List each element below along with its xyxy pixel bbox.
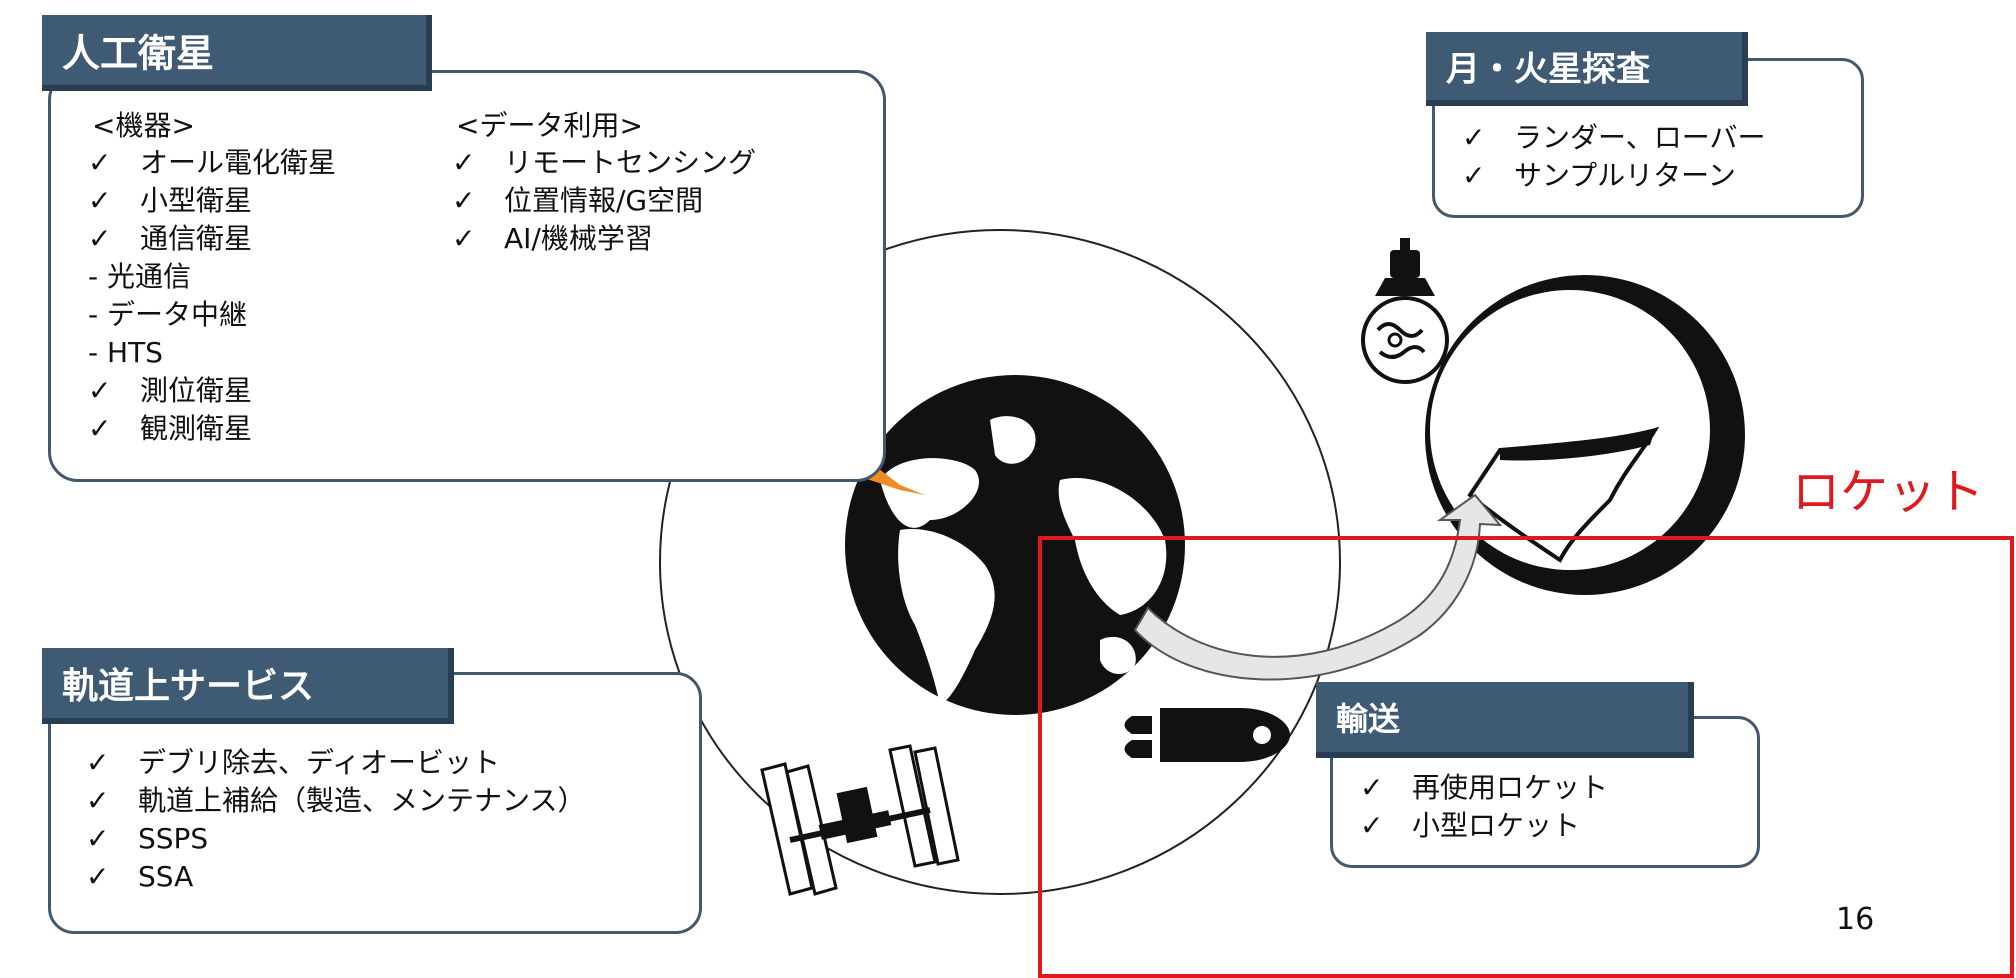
orbital-item: ✓SSA <box>86 860 194 893</box>
device-subitem: - HTS <box>88 336 163 369</box>
transport-item: ✓再使用ロケット <box>1360 771 1609 804</box>
device-item: ✓オール電化衛星 <box>88 146 337 179</box>
satellite-title-tab: 人工衛星 <box>42 15 432 91</box>
earth-icon <box>845 375 1185 715</box>
planet-icon <box>1361 296 1449 384</box>
device-item: ✓観測衛星 <box>88 412 253 445</box>
device-subitem: - 光通信 <box>88 260 192 293</box>
rocket-icon <box>1124 708 1290 762</box>
orbit-ring <box>659 229 1341 895</box>
devices-header: <機器> <box>92 109 195 142</box>
moon-mars-item: ✓ランダー、ローバー <box>1462 121 1766 154</box>
moon-mars-title: 月・火星探査 <box>1446 49 1650 90</box>
device-subitem: - データ中継 <box>88 298 248 331</box>
lander-icon <box>1375 238 1435 296</box>
satellite-panel <box>48 70 886 482</box>
data-use-item: ✓位置情報/G空間 <box>452 184 704 217</box>
transfer-arrow <box>1133 493 1503 681</box>
device-item: ✓測位衛星 <box>88 374 253 407</box>
orbital-item: ✓SSPS <box>86 822 209 855</box>
highlight-box <box>1038 536 2014 978</box>
moon-mars-title-tab: 月・火星探査 <box>1426 32 1748 106</box>
orbital-item: ✓軌道上補給（製造、メンテナンス） <box>86 784 586 817</box>
device-item: ✓小型衛星 <box>88 184 253 217</box>
device-item: ✓通信衛星 <box>88 222 253 255</box>
rocket-annotation: ロケット <box>1792 464 1985 520</box>
satellite-title: 人工衛星 <box>62 31 215 76</box>
transport-item: ✓小型ロケット <box>1360 809 1581 842</box>
orbital-item: ✓デブリ除去、ディオービット <box>86 746 501 779</box>
data-use-header: <データ利用> <box>456 109 643 142</box>
orbital-title: 軌道上サービス <box>62 666 315 707</box>
transport-title: 輸送 <box>1336 700 1401 738</box>
data-use-item: ✓リモートセンシング <box>452 146 757 179</box>
page-number: 16 <box>1836 902 1875 937</box>
transport-title-tab: 輸送 <box>1316 682 1694 758</box>
moon-mars-item: ✓サンプルリターン <box>1462 159 1736 192</box>
moon-icon <box>1425 275 1745 595</box>
data-use-item: ✓AI/機械学習 <box>452 222 653 255</box>
orbital-title-tab: 軌道上サービス <box>42 648 454 724</box>
space-station-icon <box>760 744 960 896</box>
